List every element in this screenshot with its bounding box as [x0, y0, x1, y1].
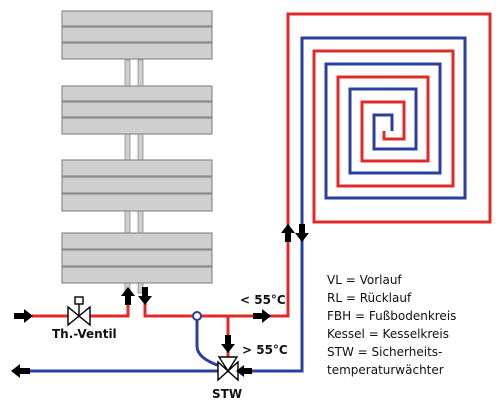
- temp-lower-label: > 55°C: [242, 343, 288, 357]
- radiator-connector: [124, 210, 131, 234]
- radiator-panel: [61, 193, 213, 212]
- arrow-up-icon: [121, 287, 135, 305]
- radiator-panel: [61, 266, 213, 284]
- stw-sensor: [192, 311, 202, 321]
- stw-valve-icon: [217, 356, 239, 382]
- radiator-connector: [137, 59, 144, 87]
- radiator-panel: [61, 101, 213, 118]
- stw-label: STW: [212, 387, 242, 401]
- arrow-left-icon: [11, 364, 30, 378]
- arrow-down-icon: [221, 335, 235, 353]
- legend: VL = Vorlauf RL = Rücklauf FBH = Fußbode…: [327, 273, 456, 377]
- radiator-panel: [61, 232, 213, 250]
- floor-heating-flow-coil: [286, 12, 492, 233]
- arrow-down-icon: [138, 287, 152, 305]
- temp-upper-label: < 55°C: [240, 293, 286, 307]
- arrow-right-icon: [253, 309, 271, 323]
- radiator-panel: [61, 10, 213, 27]
- radiator: [61, 10, 213, 294]
- legend-item: STW = Sicherheits-: [327, 345, 442, 359]
- legend-item: RL = Rücklauf: [327, 291, 412, 305]
- radiator-panel: [61, 85, 213, 102]
- valve-label: Th.-Ventil: [52, 327, 117, 341]
- legend-item: temperaturwächter: [327, 363, 444, 377]
- legend-item: FBH = Fußbodenkreis: [327, 309, 456, 323]
- radiator-panel: [61, 249, 213, 267]
- stw-sensor-line: [195, 316, 221, 368]
- radiator-panel: [61, 26, 213, 43]
- arrow-up-icon: [281, 224, 295, 242]
- radiator-connector: [124, 59, 131, 87]
- radiator-panel: [61, 176, 213, 194]
- arrow-right-icon: [14, 309, 33, 323]
- thermostatic-valve-icon: [67, 296, 91, 327]
- radiator-panel: [61, 117, 213, 135]
- radiator-panel: [61, 159, 213, 177]
- radiator-connector: [137, 133, 144, 161]
- legend-item: VL = Vorlauf: [327, 273, 402, 287]
- arrow-left-icon: [236, 365, 252, 377]
- radiator-connector: [124, 133, 131, 161]
- radiator-panel: [61, 42, 213, 60]
- return-line: [30, 233, 304, 373]
- radiator-connector: [137, 210, 144, 234]
- floor-heating-return-coil: [300, 36, 467, 233]
- arrow-down-icon: [295, 224, 309, 242]
- legend-item: Kessel = Kesselkreis: [327, 327, 449, 341]
